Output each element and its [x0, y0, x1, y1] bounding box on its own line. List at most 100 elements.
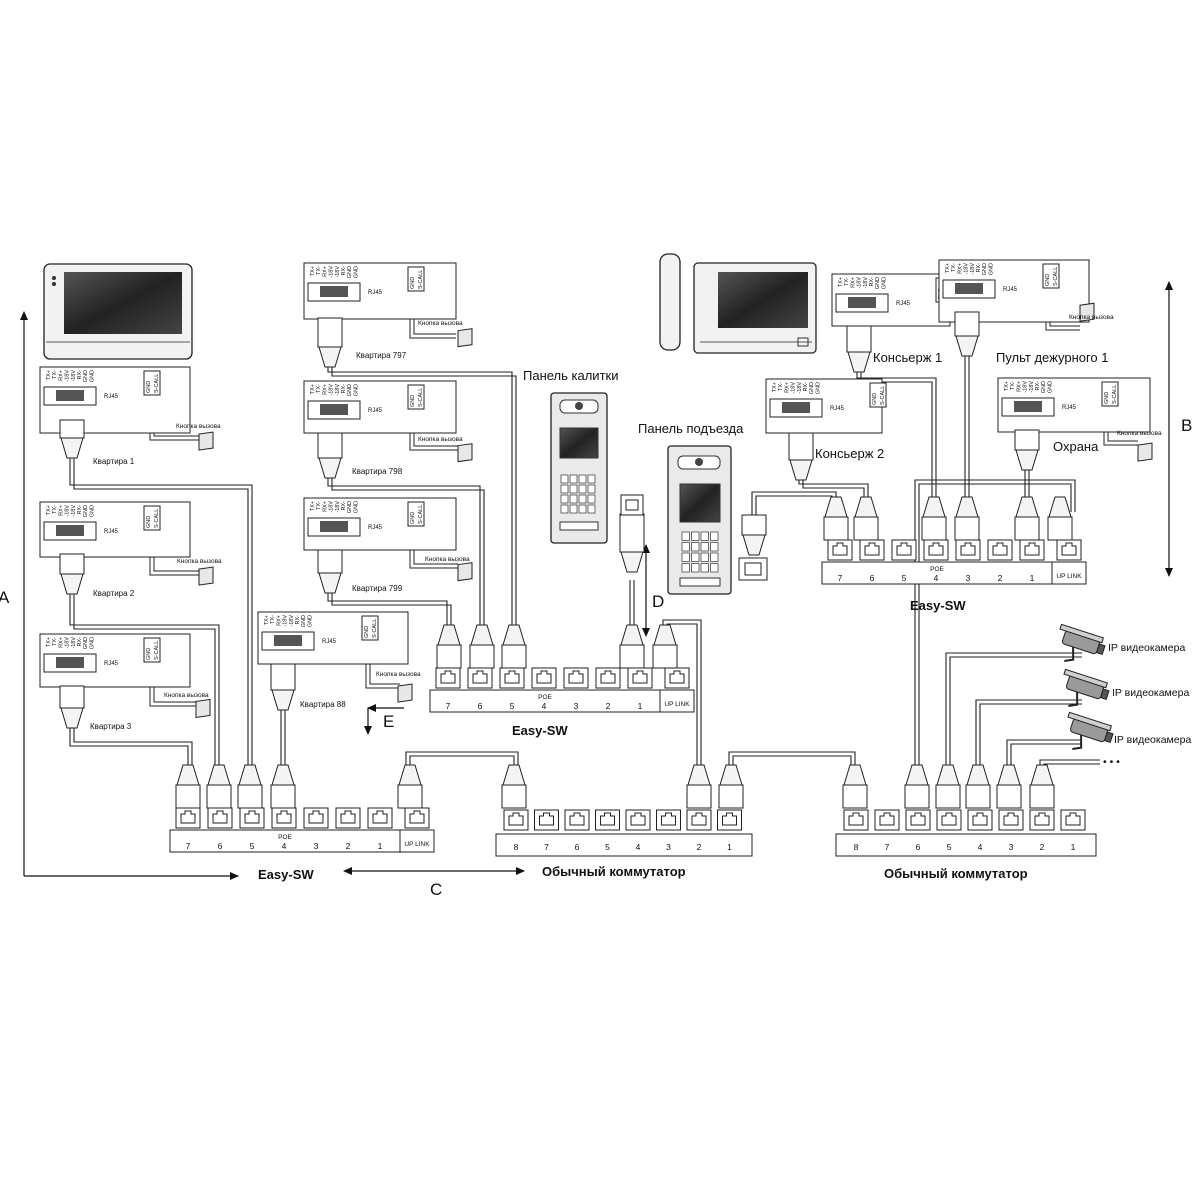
port-number: 7 [885, 842, 890, 852]
pin-label: -18V [797, 382, 803, 394]
pin-label: GND [89, 637, 95, 649]
port-panel [495, 833, 753, 857]
port-number: 6 [916, 842, 921, 852]
rj45-label: RJ45 [104, 661, 119, 667]
rj45-label: RJ45 [830, 406, 845, 412]
rj45-plug [59, 685, 85, 729]
rj45-plug [741, 514, 767, 556]
scall-label: S-CALL [154, 641, 160, 660]
camera-mount [1072, 735, 1083, 750]
pin-label: RX+ [957, 263, 963, 274]
pin-label: RX- [77, 637, 83, 647]
pin-label: TX+ [46, 370, 52, 380]
ip-camera-3 [1067, 711, 1114, 750]
rj45-label: RJ45 [322, 639, 337, 645]
rj45-plug [206, 764, 232, 809]
pin-label: RX- [1035, 381, 1041, 391]
camera-mount [1068, 692, 1079, 707]
rj45-plug [1047, 496, 1073, 541]
scall-block [407, 501, 425, 527]
label-camera-1: IP видеокамера [1108, 642, 1185, 654]
scall-label: S-CALL [418, 505, 424, 524]
rj45-plug [501, 624, 527, 669]
scall-label: S-CALL [1053, 267, 1059, 286]
label-apartment-797: Квартира 797 [356, 351, 407, 360]
poe-label: POE [538, 694, 552, 701]
label-entrance-panel: Панель подъезда [638, 421, 744, 436]
label-gate-panel: Панель калитки [523, 368, 618, 383]
keypad-key [700, 531, 709, 541]
uplink-label: UP LINK [1056, 573, 1082, 580]
port-number: 5 [605, 842, 610, 852]
pin-label: TX+ [838, 277, 844, 287]
label-apartment-2: Квартира 2 [93, 589, 135, 598]
port-number: 7 [838, 573, 843, 583]
pin-label: GND [347, 266, 353, 278]
rj45-plug [317, 432, 343, 479]
pin-label: RX- [295, 615, 301, 625]
pin-label: TX+ [310, 266, 316, 276]
call-button-label: Кнопка вызова [376, 671, 421, 678]
pin-label: GND [83, 370, 89, 382]
uplink-label: UP LINK [404, 841, 430, 848]
poe-label: POE [278, 834, 292, 841]
keypad-key [587, 484, 596, 494]
rj45-plug [270, 663, 296, 711]
rj45-plug [501, 764, 527, 809]
pin-label: TX+ [772, 382, 778, 392]
gnd-label: GND [146, 381, 152, 393]
camera-hood [1067, 711, 1113, 732]
pin-label: RX- [341, 266, 347, 276]
pin-label: TX- [270, 615, 276, 624]
rj45-plug [237, 764, 263, 809]
port-number: 2 [346, 841, 351, 851]
distance-e: E [383, 712, 394, 731]
pin-label: TX- [52, 505, 58, 514]
scall-label: S-CALL [1112, 385, 1118, 404]
gnd-label: GND [410, 395, 416, 407]
distance-c: C [430, 880, 442, 899]
keypad-key [691, 542, 700, 552]
pin-label: GND [809, 382, 815, 394]
rj45-label: RJ45 [368, 290, 383, 296]
label-regular-switch-1: Обычный коммутатор [542, 864, 686, 879]
pin-label: -18V [964, 263, 970, 275]
port-number: 3 [1009, 842, 1014, 852]
pin-label: RX- [976, 263, 982, 273]
label-camera-2: IP видеокамера [1112, 687, 1189, 699]
scall-label: S-CALL [880, 386, 886, 405]
keypad-key [710, 531, 719, 541]
port-number: 6 [870, 573, 875, 583]
pin-label: RX- [77, 370, 83, 380]
keypad-key [681, 552, 690, 562]
pin-label: -18V [1029, 381, 1035, 393]
rj45-plug [270, 764, 296, 809]
pin-label: RX- [341, 501, 347, 511]
pin-label: GND [347, 501, 353, 513]
pin-label: GND [83, 637, 89, 649]
pin-label: TX- [316, 384, 322, 393]
port-number: 8 [514, 842, 519, 852]
label-more-cameras: • • • [1103, 756, 1120, 768]
keypad-key [681, 542, 690, 552]
call-button-icon [457, 443, 473, 463]
pin-label: GND [89, 505, 95, 517]
label-concierge-2: Консьерж 2 [815, 446, 884, 461]
call-button-icon [1137, 442, 1153, 462]
distance-d: D [652, 592, 664, 611]
call-button-a798: Кнопка вызова [418, 436, 473, 463]
rj45-plug [954, 311, 980, 357]
call-button-label: Кнопка вызова [1069, 314, 1114, 321]
scall-label: S-CALL [154, 509, 160, 528]
distance-a: A [0, 588, 10, 607]
pin-label: TX- [52, 637, 58, 646]
keypad-key [587, 494, 596, 504]
port-number: 1 [727, 842, 732, 852]
rj45-plug [842, 764, 868, 809]
